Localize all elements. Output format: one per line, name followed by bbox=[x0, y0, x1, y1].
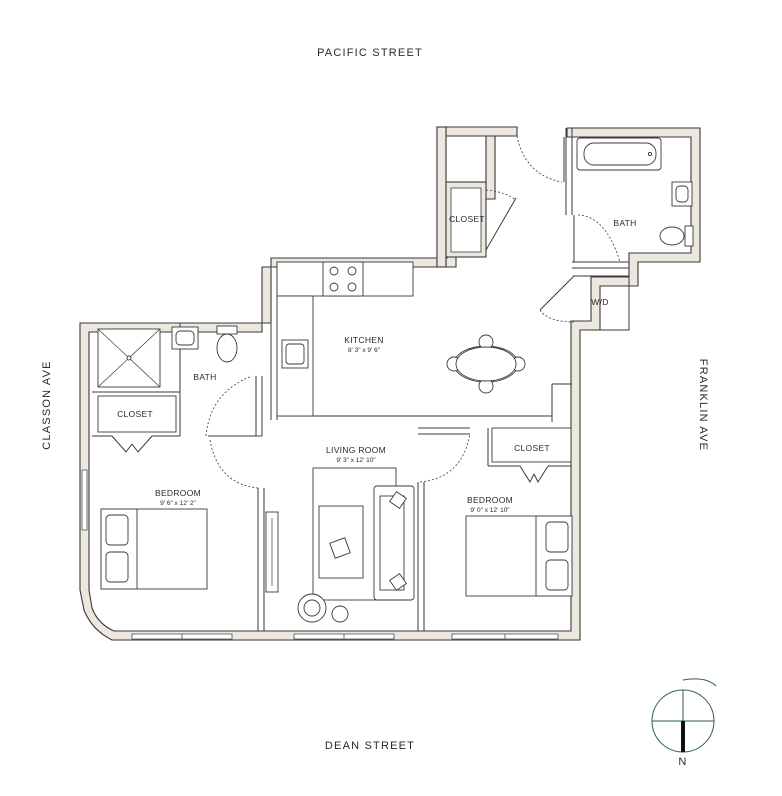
stove bbox=[322, 261, 364, 297]
west-bath-fixtures bbox=[97, 325, 238, 388]
closet-entry-label: CLOSET bbox=[449, 214, 485, 224]
closet-west-label: CLOSET bbox=[117, 409, 153, 419]
dining-table bbox=[446, 334, 526, 394]
street-label-north: PACIFIC STREET bbox=[317, 47, 423, 59]
kitchen-fixtures bbox=[276, 261, 414, 417]
living-room-dims: 9' 3" x 12' 10" bbox=[336, 457, 376, 464]
windows bbox=[81, 469, 559, 640]
street-label-west: CLASSON AVE bbox=[41, 360, 53, 449]
north-compass: N bbox=[651, 678, 717, 768]
compass-label: N bbox=[678, 756, 687, 768]
wall-entry-west bbox=[436, 126, 447, 268]
closet-east-label: CLOSET bbox=[514, 443, 550, 453]
interior-walls bbox=[92, 128, 630, 631]
bed-east bbox=[465, 515, 573, 597]
bedroom-west-label: BEDROOM bbox=[155, 488, 201, 498]
living-furniture bbox=[265, 467, 415, 623]
bath-east-label: BATH bbox=[613, 218, 636, 228]
east-toilet bbox=[659, 226, 685, 246]
bedroom-east-dims: 9' 0" x 12' 10" bbox=[470, 507, 510, 514]
street-label-east: FRANKLIN AVE bbox=[697, 359, 709, 451]
kitchen-label: KITCHEN bbox=[344, 335, 383, 345]
living-room-label: LIVING ROOM bbox=[326, 445, 386, 455]
west-toilet bbox=[216, 333, 238, 363]
laundry-label: W/D bbox=[591, 297, 608, 307]
bed-west bbox=[100, 508, 208, 590]
compass-needle bbox=[681, 721, 685, 752]
bedroom-west-dims: 9' 6" x 12' 2" bbox=[160, 500, 196, 507]
kitchen-dims: 8' 3" x 9' 6" bbox=[348, 347, 381, 354]
bedroom-east-label: BEDROOM bbox=[467, 495, 513, 505]
east-bath-fixtures bbox=[576, 137, 694, 247]
street-label-south: DEAN STREET bbox=[325, 740, 415, 752]
bath-west-label: BATH bbox=[193, 372, 216, 382]
doors bbox=[111, 135, 621, 489]
